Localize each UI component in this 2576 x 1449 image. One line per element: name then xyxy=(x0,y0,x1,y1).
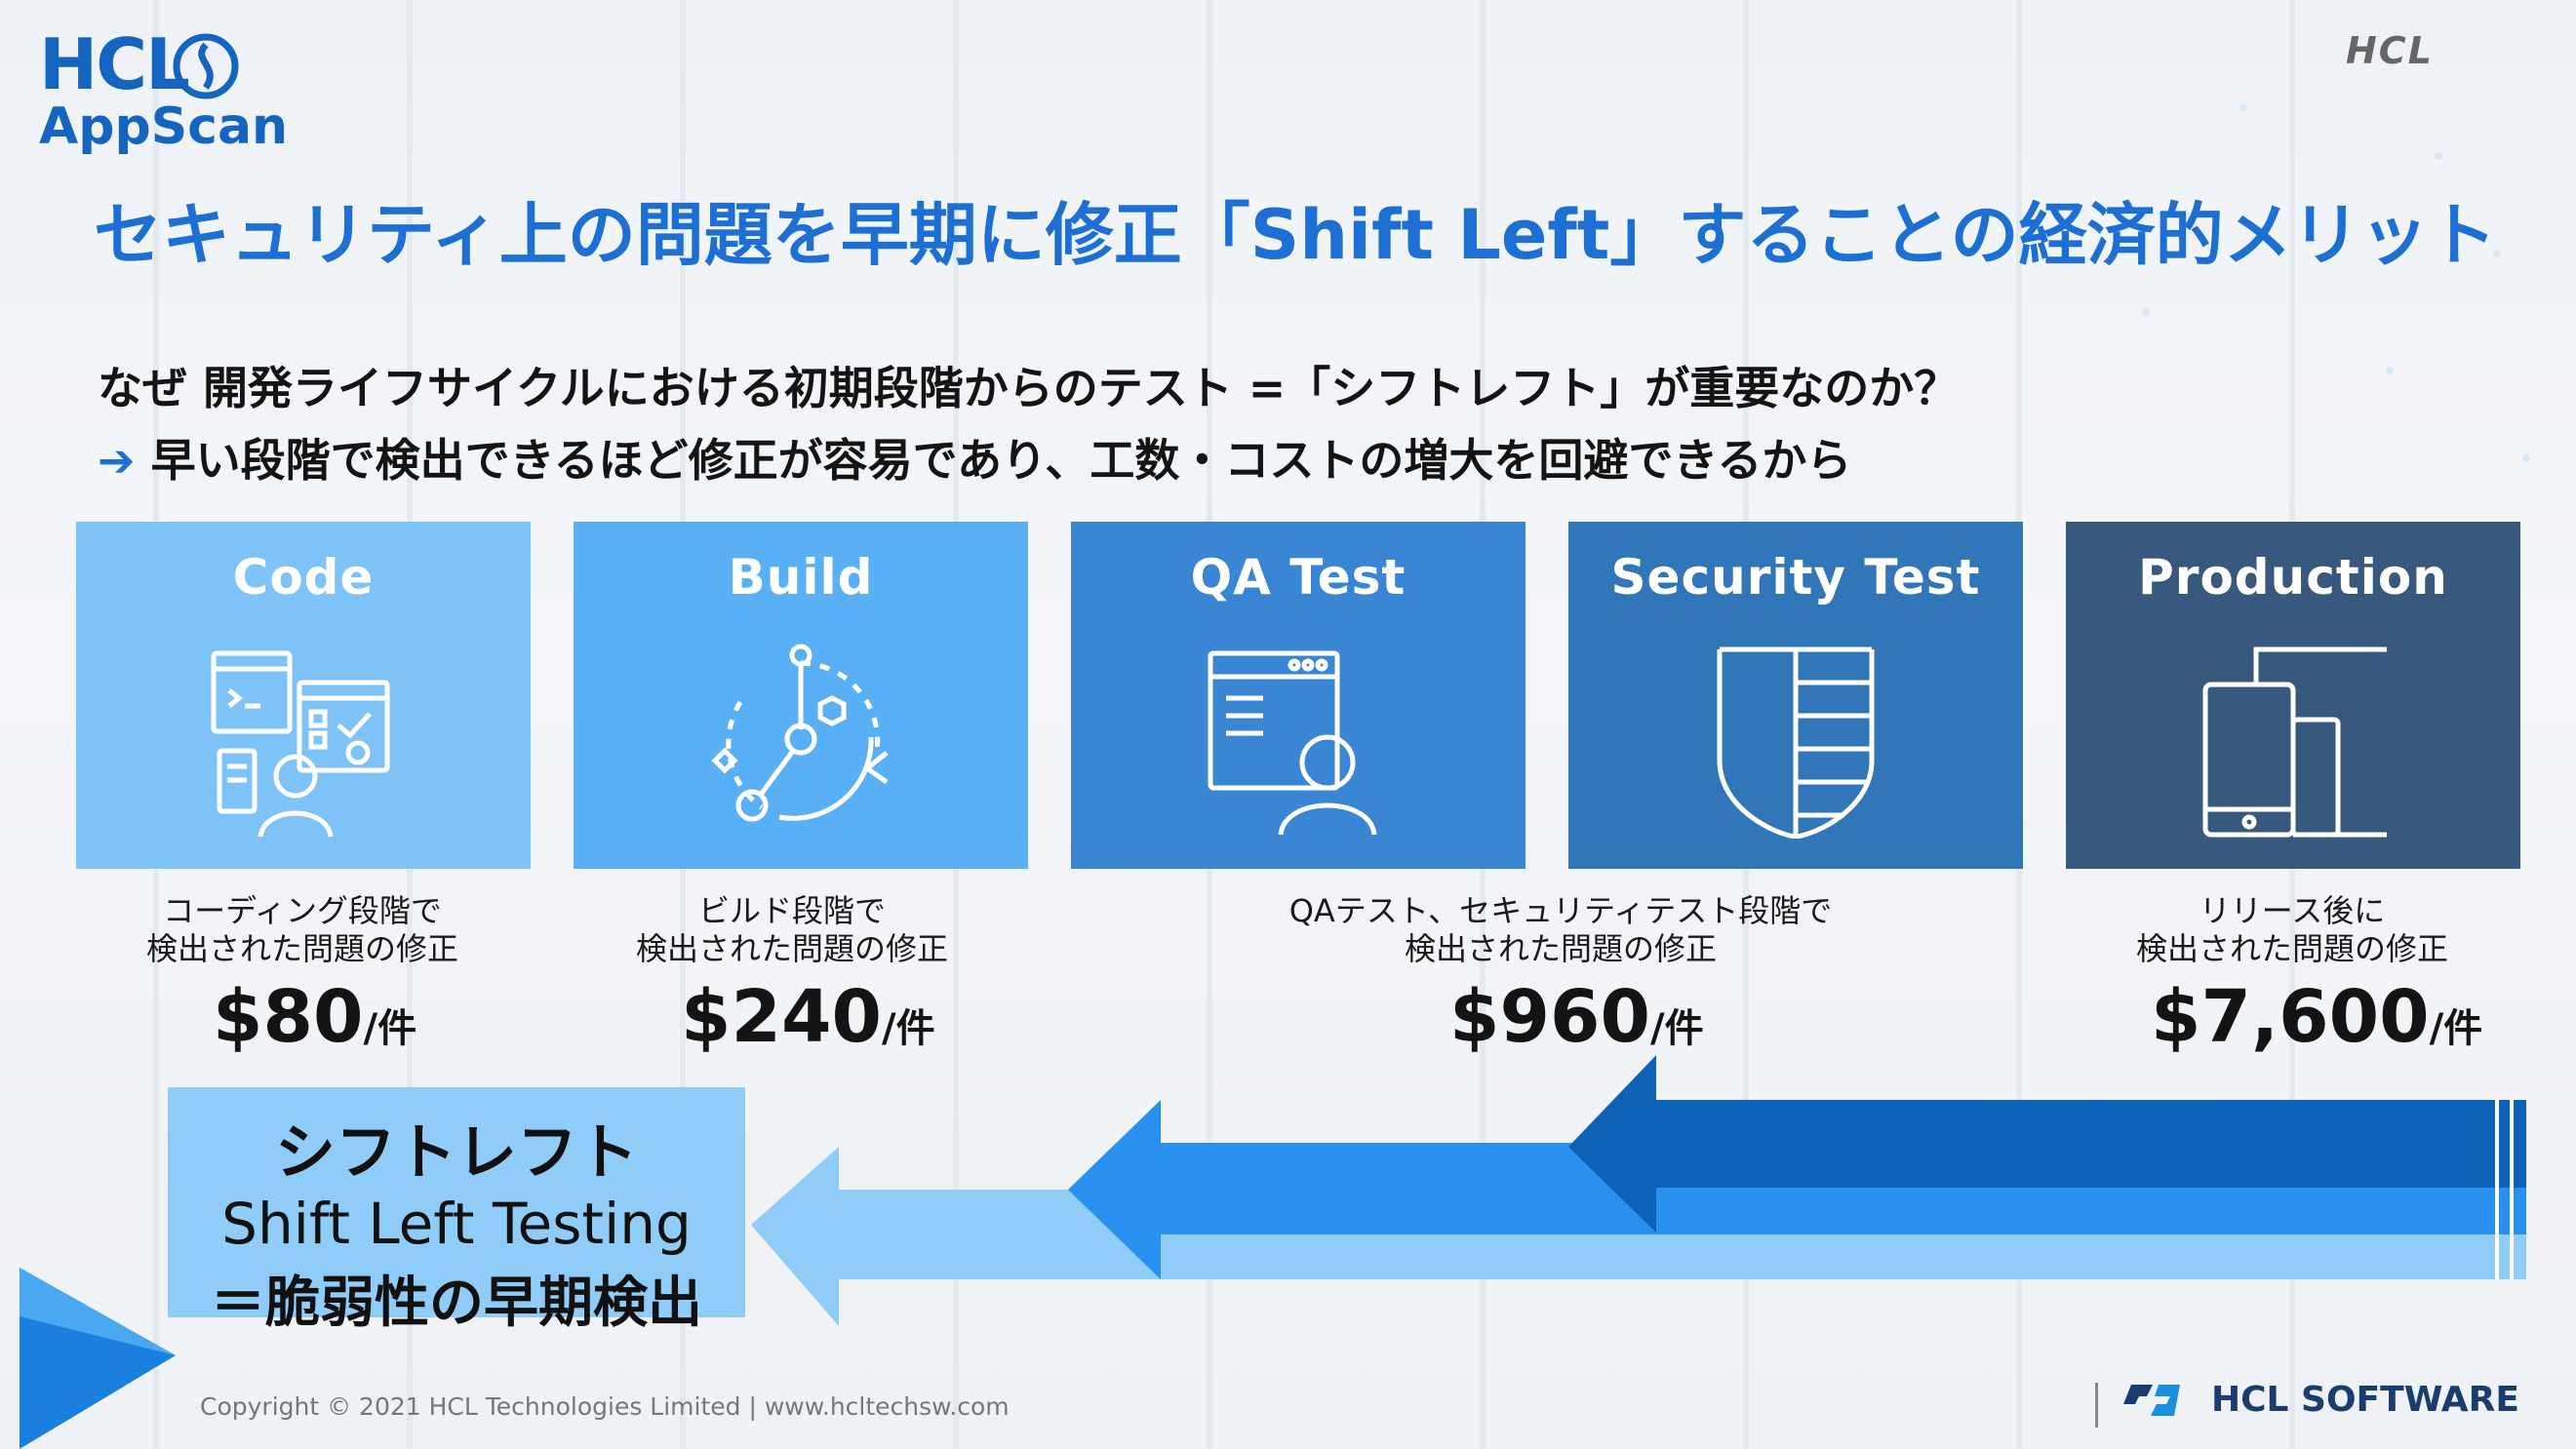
hcl-software-mark-icon xyxy=(2123,1384,2180,1416)
corner-triangle-decoration xyxy=(20,1268,176,1449)
stage-qa-test: QA Test xyxy=(1071,522,1526,869)
price-unit: /件 xyxy=(1649,1006,1704,1051)
corner-brand: HCL xyxy=(2346,29,2434,72)
cost-desc-production: リリース後に 検出された問題の修正 xyxy=(2097,892,2487,968)
price-unit: /件 xyxy=(363,1006,417,1051)
cost-desc-qa-security: QAテスト、セキュリティテスト段階で 検出された問題の修正 xyxy=(1248,892,1873,968)
footer-copyright: Copyright © 2021 HCL Technologies Limite… xyxy=(200,1392,1010,1421)
cost-desc-code: コーディング段階で 検出された問題の修正 xyxy=(107,892,497,968)
cost-desc-line2: 検出された問題の修正 xyxy=(145,930,458,968)
stage-production: Production xyxy=(2066,522,2520,869)
logo-line2: AppScan xyxy=(39,98,289,156)
logo-line1: HCL xyxy=(39,23,190,105)
cost-desc-line2: 検出された問題の修正 xyxy=(635,930,948,968)
cost-price-code: $80/件 xyxy=(213,975,416,1059)
appscan-swirl-icon xyxy=(173,33,239,99)
shift-left-box: シフトレフト Shift Left Testing ＝脆弱性の早期検出 xyxy=(168,1087,745,1335)
shield-icon xyxy=(1717,646,1875,839)
stage-label: Code xyxy=(232,549,375,606)
cost-desc-line1: QAテスト、セキュリティテスト段階で xyxy=(1288,892,1833,929)
price-amount: $80 xyxy=(213,975,364,1059)
cost-desc-line1: リリース後に xyxy=(2199,892,2386,929)
slide-title: セキュリティ上の問題を早期に修正「Shift Left」することの経済的メリット xyxy=(94,195,2497,275)
footer-divider xyxy=(2095,1383,2098,1428)
price-amount: $240 xyxy=(681,975,882,1059)
hcl-software-logo: HCL SOFTWARE xyxy=(2121,1380,2519,1420)
question-text: なぜ 開発ライフサイクルにおける初期段階からのテスト =「シフトレフト」が重要な… xyxy=(98,362,1960,414)
price-amount: $7,600 xyxy=(2151,975,2430,1059)
build-orbit-icon xyxy=(711,644,889,822)
shift-left-desc: ＝脆弱性の早期検出 xyxy=(211,1272,702,1335)
cost-desc-line1: コーディング段階で xyxy=(163,892,442,929)
price-amount: $960 xyxy=(1449,975,1650,1059)
stage-label: Build xyxy=(728,549,874,606)
stage-code: Code xyxy=(76,522,531,869)
cost-desc-line2: 検出された問題の修正 xyxy=(2135,930,2448,968)
arrow-tail-lines xyxy=(2495,1100,2514,1279)
browser-user-icon xyxy=(1208,650,1377,836)
footer-brand: HCL SOFTWARE xyxy=(2211,1380,2519,1420)
stage-label: Security Test xyxy=(1610,549,1981,606)
stage-security-test: Security Test xyxy=(1568,522,2023,869)
cost-desc-line2: 検出された問題の修正 xyxy=(1404,930,1717,968)
stage-build: Build xyxy=(574,522,1028,869)
price-unit: /件 xyxy=(881,1006,935,1051)
devices-icon xyxy=(2202,646,2387,838)
answer-text: 早い段階で検出できるほど修正が容易であり、工数・コストの増大を回避できるから xyxy=(150,434,1852,487)
answer-line: ➔ 早い段階で検出できるほど修正が容易であり、工数・コストの増大を回避できるから xyxy=(98,425,1851,490)
shift-left-jp: シフトレフト xyxy=(274,1116,638,1188)
cost-desc-build: ビルド段階で 検出された問題の修正 xyxy=(597,892,987,968)
price-unit: /件 xyxy=(2429,1006,2483,1051)
cost-desc-line1: ビルド段階で xyxy=(697,892,886,929)
shift-left-en: Shift Left Testing xyxy=(221,1191,692,1257)
arrow-dark xyxy=(1568,1055,2526,1233)
stage-label: Production xyxy=(2138,549,2448,606)
developer-screen-icon xyxy=(211,650,390,838)
cost-price-build: $240/件 xyxy=(681,975,935,1059)
cost-price-production: $7,600/件 xyxy=(2151,975,2482,1059)
cost-price-qa-security: $960/件 xyxy=(1449,975,1704,1059)
appscan-logo: HCL AppScan xyxy=(39,29,288,152)
stage-label: QA Test xyxy=(1190,549,1407,606)
arrow-icon: ➔ xyxy=(98,434,136,487)
